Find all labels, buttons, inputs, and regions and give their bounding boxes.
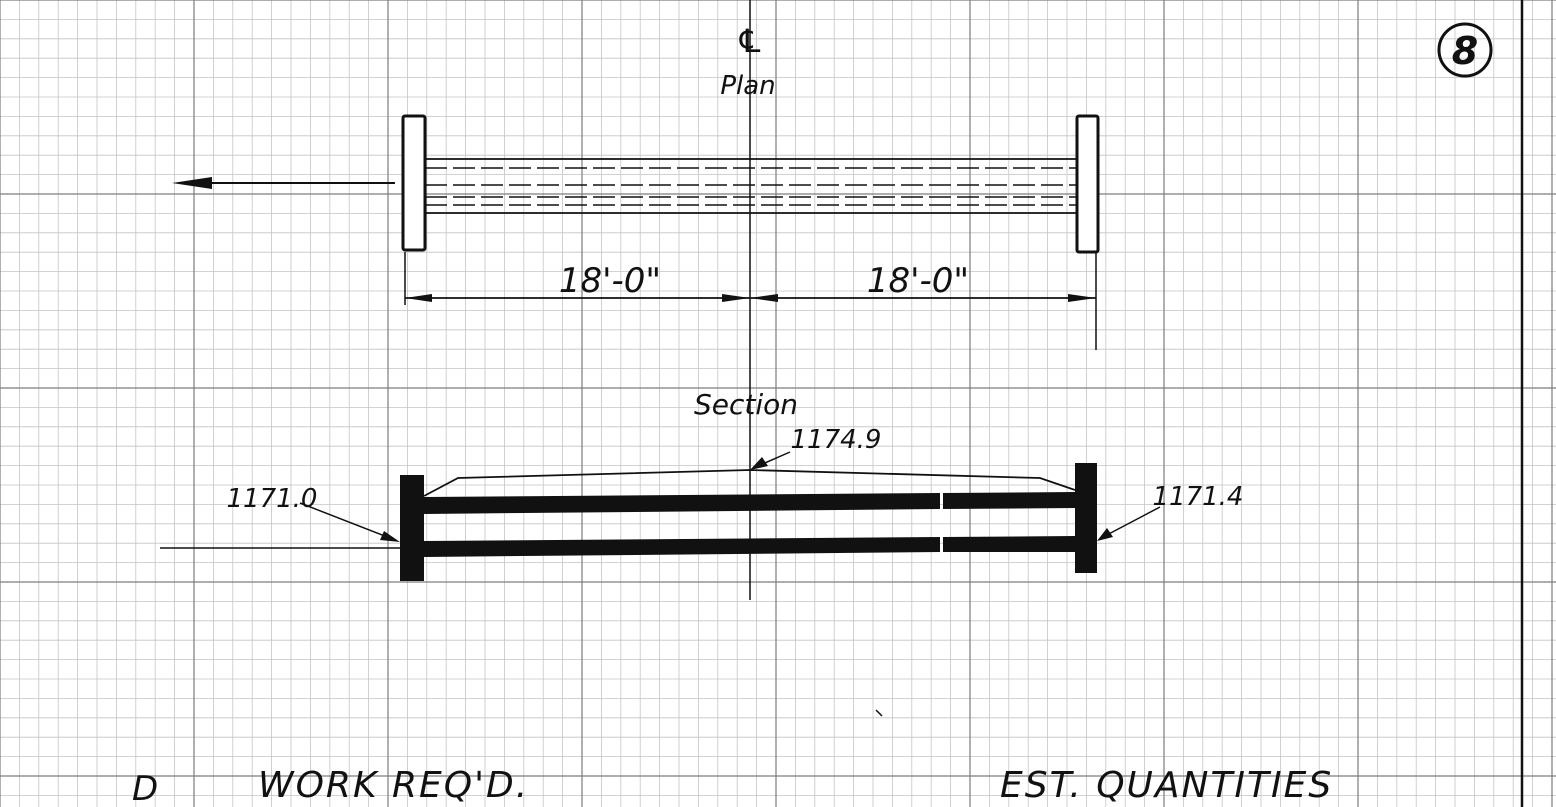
section-view: 1171.0 1174.9 1171.4 [160, 425, 1243, 581]
work-required-label: WORK REQ'D. [258, 765, 529, 806]
dim-arrow-center-left [722, 294, 750, 302]
plan-headwall-left [401, 114, 427, 252]
plan-title: Plan [720, 71, 775, 101]
stray-mark [875, 709, 883, 717]
plan-headwall-right [1075, 114, 1100, 254]
sheet-number: 8 [1452, 29, 1478, 73]
footer-partial-letter: D [132, 769, 160, 807]
dim-left-label: 18'-0" [559, 261, 661, 301]
dim-right-label: 18'-0" [867, 261, 969, 301]
flow-arrow [172, 177, 395, 189]
elevation-right: 1171.4 [1153, 482, 1244, 512]
sheet-number-circle [1437, 22, 1493, 78]
section-headwall-right [1075, 463, 1097, 573]
dim-arrow-right [1068, 294, 1096, 302]
elevation-leader-center [750, 451, 791, 470]
centerline-symbol: ℄ [736, 22, 765, 60]
dim-arrow-left [405, 294, 432, 302]
estimated-quantities-label: EST. QUANTITIES [1000, 765, 1333, 806]
sheet-number-badge: 8 [1437, 22, 1493, 78]
section-title: Section [694, 388, 798, 421]
section-top-slab-right [943, 492, 1075, 509]
flow-arrow-head [172, 177, 212, 189]
plan-view: 18'-0" 18'-0" [172, 114, 1100, 350]
elevation-center: 1174.9 [791, 425, 882, 455]
elevation-leader-right [1097, 506, 1161, 541]
section-bottom-slab-right [943, 536, 1075, 552]
section-bottom-slab [424, 537, 940, 557]
elevation-left: 1171.0 [227, 484, 318, 514]
section-headwall-left [400, 475, 424, 581]
section-top-slab [424, 493, 940, 514]
plan-dimension: 18'-0" 18'-0" [404, 252, 1097, 350]
dim-arrow-center-right [750, 294, 778, 302]
elevation-leader-left [299, 502, 400, 542]
